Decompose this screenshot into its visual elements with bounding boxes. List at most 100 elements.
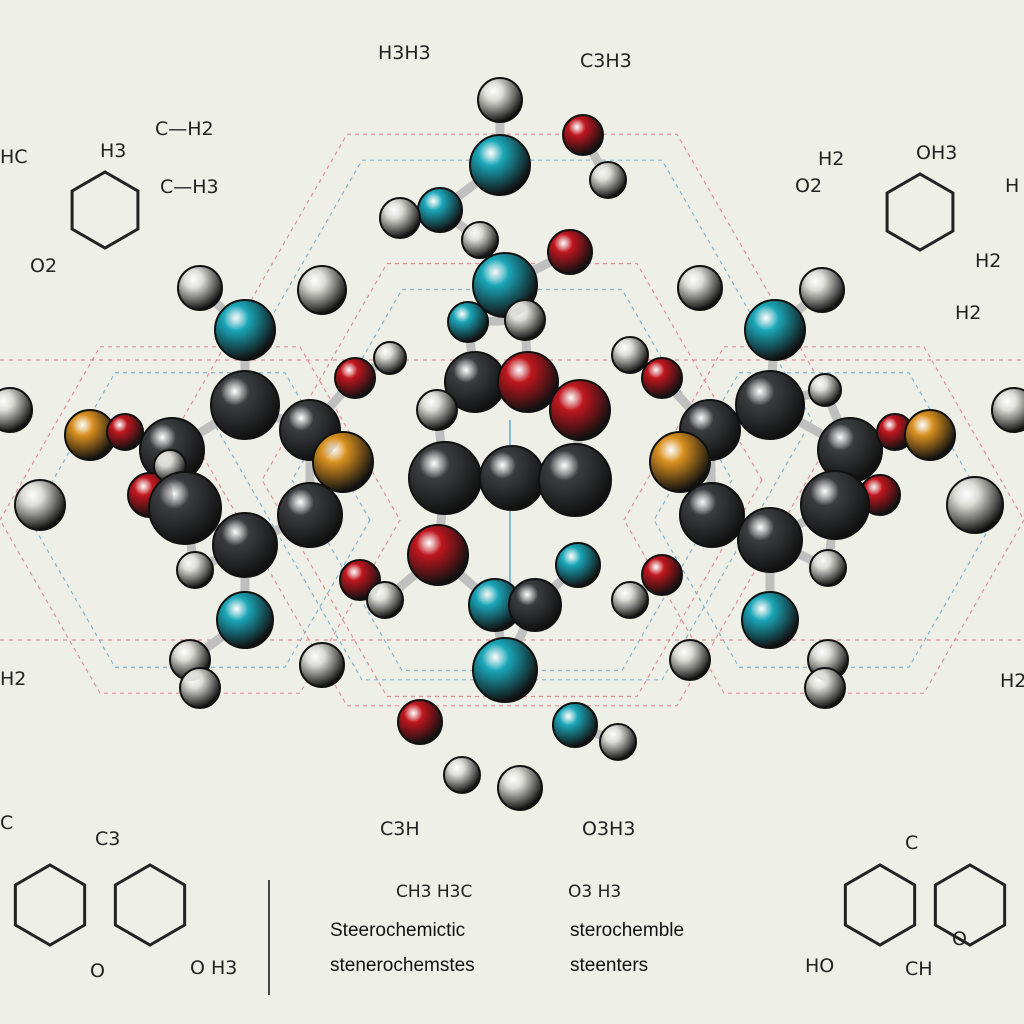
hydrogen-atom bbox=[946, 476, 1004, 534]
label-ho-br: HO bbox=[805, 955, 835, 977]
carbon-atom bbox=[408, 441, 482, 515]
benzene-ring bbox=[933, 863, 1007, 947]
benzene-ring bbox=[13, 863, 87, 947]
label-oh3-bl: O H3 bbox=[190, 957, 238, 979]
label-c-br: C bbox=[905, 832, 919, 854]
label-h2-right-c: H2 bbox=[955, 302, 982, 324]
nitrogen-atom bbox=[417, 187, 463, 233]
hydrogen-atom bbox=[461, 221, 499, 259]
label-h-right: H bbox=[1005, 175, 1020, 197]
hydrogen-atom bbox=[379, 197, 421, 239]
guide-hexagon bbox=[261, 262, 763, 698]
hydrogen-atom bbox=[297, 265, 347, 315]
oxygen-atom bbox=[407, 524, 469, 586]
hydrogen-atom bbox=[677, 265, 723, 311]
label-o-br: O bbox=[952, 928, 967, 950]
caption-formula-left: CH3 H3C bbox=[396, 882, 473, 902]
hydrogen-atom bbox=[299, 642, 345, 688]
label-c3-bl: C3 bbox=[95, 828, 121, 850]
label-o3h3: O3H3 bbox=[582, 818, 636, 840]
hydrogen-atom bbox=[477, 77, 523, 123]
nitrogen-atom bbox=[216, 591, 274, 649]
nitrogen-atom bbox=[744, 299, 806, 361]
sulfur-atom bbox=[649, 431, 711, 493]
label-o2-left: O2 bbox=[30, 255, 58, 277]
carbon-atom bbox=[277, 482, 343, 548]
hydrogen-atom bbox=[443, 756, 481, 794]
oxygen-atom bbox=[641, 357, 683, 399]
hydrogen-atom bbox=[416, 389, 458, 431]
carbon-atom bbox=[800, 470, 870, 540]
hydrogen-atom bbox=[177, 265, 223, 311]
guide-hexagon bbox=[29, 372, 371, 668]
label-c3h: C3H bbox=[380, 818, 420, 840]
carbon-atom bbox=[679, 482, 745, 548]
label-h2-right: H2 bbox=[818, 148, 845, 170]
label-o2-right: O2 bbox=[795, 175, 823, 197]
benzene-ring bbox=[843, 863, 917, 947]
caption-line2-right: steenters bbox=[570, 955, 649, 976]
carbon-atom bbox=[479, 445, 545, 511]
hydrogen-atom bbox=[611, 581, 649, 619]
benzene-ring bbox=[70, 170, 140, 250]
label-ch-br: CH bbox=[905, 958, 933, 980]
nitrogen-atom bbox=[552, 702, 598, 748]
hydrogen-atom bbox=[804, 667, 846, 709]
hydrogen-atom bbox=[504, 299, 546, 341]
nitrogen-atom bbox=[472, 637, 538, 703]
oxygen-atom bbox=[562, 114, 604, 156]
nitrogen-atom bbox=[555, 542, 601, 588]
caption-formula-right: O3 H3 bbox=[568, 882, 622, 902]
oxygen-atom bbox=[549, 379, 611, 441]
hydrogen-atom bbox=[669, 639, 711, 681]
carbon-atom bbox=[508, 578, 562, 632]
label-ch2: C—H2 bbox=[155, 118, 214, 140]
caption-line1-left: Steerochemictic bbox=[330, 920, 466, 941]
nitrogen-atom bbox=[447, 301, 489, 343]
label-o-bl: O bbox=[90, 960, 105, 982]
label-c2h3: C—H3 bbox=[160, 176, 219, 198]
caption-line1-right: sterochemble bbox=[570, 920, 685, 941]
hydrogen-atom bbox=[808, 373, 842, 407]
hydrogen-atom bbox=[366, 581, 404, 619]
carbon-atom bbox=[737, 507, 803, 573]
label-h2-mid-right: H2 bbox=[1000, 670, 1024, 692]
oxygen-atom bbox=[397, 699, 443, 745]
label-c3h3: C3H3 bbox=[580, 50, 632, 72]
oxygen-atom bbox=[334, 357, 376, 399]
sulfur-atom bbox=[904, 409, 956, 461]
carbon-atom bbox=[210, 370, 280, 440]
hydrogen-atom bbox=[599, 723, 637, 761]
hydrogen-atom bbox=[809, 549, 847, 587]
nitrogen-atom bbox=[214, 299, 276, 361]
guide-hexagon bbox=[211, 159, 813, 681]
hydrogen-atom bbox=[14, 479, 66, 531]
label-h3h3: H3H3 bbox=[378, 42, 431, 64]
guide-hexagon bbox=[291, 288, 733, 672]
guide-hexagon bbox=[653, 372, 995, 668]
benzene-ring bbox=[885, 172, 955, 252]
benzene-ring bbox=[113, 863, 187, 947]
nitrogen-atom bbox=[469, 134, 531, 196]
hydrogen-atom bbox=[497, 765, 543, 811]
divider bbox=[268, 880, 270, 995]
nitrogen-atom bbox=[741, 591, 799, 649]
guide-hexagon bbox=[0, 346, 401, 694]
carbon-atom bbox=[735, 370, 805, 440]
hydrogen-atom bbox=[373, 341, 407, 375]
hydrogen-atom bbox=[589, 161, 627, 199]
oxygen-atom bbox=[106, 413, 144, 451]
hydrogen-atom bbox=[991, 387, 1024, 433]
label-h2-right-b: H2 bbox=[975, 250, 1002, 272]
guide-hexagon bbox=[181, 133, 843, 707]
caption-line2-left: stenerochemstes bbox=[330, 955, 475, 976]
label-hc: HC bbox=[0, 146, 28, 168]
label-h2-mid-left: H2 bbox=[0, 668, 27, 690]
sulfur-atom bbox=[312, 431, 374, 493]
hydrogen-atom bbox=[0, 387, 33, 433]
carbon-atom bbox=[212, 512, 278, 578]
oxygen-atom bbox=[641, 554, 683, 596]
guide-hexagon bbox=[623, 346, 1024, 694]
carbon-atom bbox=[148, 471, 222, 545]
